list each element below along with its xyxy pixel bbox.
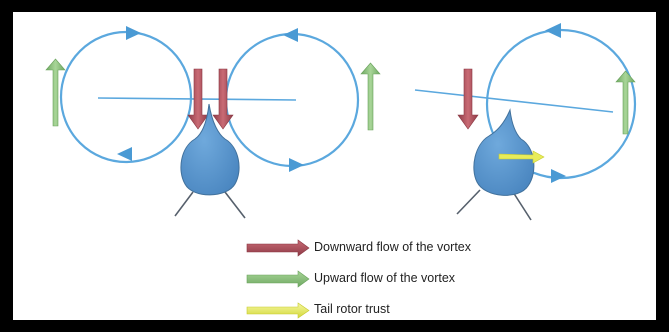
right-upward-flow-arrow bbox=[361, 63, 380, 130]
tilted-vortex-bottom-arrowhead bbox=[551, 169, 566, 183]
legend-upward-flow-arrow bbox=[247, 271, 309, 287]
left-scene bbox=[46, 26, 380, 218]
legend-label-upward-flow: Upward flow of the vortex bbox=[314, 271, 455, 285]
right-vortex-top-arrowhead bbox=[283, 28, 298, 42]
tilted-rotor-disc-line bbox=[415, 90, 613, 112]
legend-label-tail-rotor-thrust: Tail rotor trust bbox=[314, 302, 390, 316]
right-vortex-bottom-arrowhead bbox=[289, 158, 304, 172]
legend-tail-rotor-thrust-arrow bbox=[247, 303, 309, 318]
left-helicopter-left-skid bbox=[175, 192, 193, 216]
left-vortex-bottom-arrowhead bbox=[117, 147, 132, 161]
tilted-vortex-top-arrowhead bbox=[545, 23, 561, 38]
right-helicopter-right-skid bbox=[513, 192, 531, 220]
diagram-panel: Downward flow of the vortex Upward flow … bbox=[13, 12, 656, 320]
legend bbox=[247, 240, 309, 318]
legend-label-downward-flow: Downward flow of the vortex bbox=[314, 240, 471, 254]
tilted-downward-flow-arrow bbox=[458, 69, 478, 129]
legend-downward-flow-arrow bbox=[247, 240, 309, 256]
right-helicopter-body bbox=[474, 110, 534, 195]
right-scene bbox=[415, 23, 635, 220]
left-vortex-top-arrowhead bbox=[126, 26, 141, 40]
left-vortex-circle bbox=[61, 32, 191, 162]
right-helicopter-left-skid bbox=[457, 190, 480, 214]
left-helicopter-right-skid bbox=[225, 192, 245, 218]
